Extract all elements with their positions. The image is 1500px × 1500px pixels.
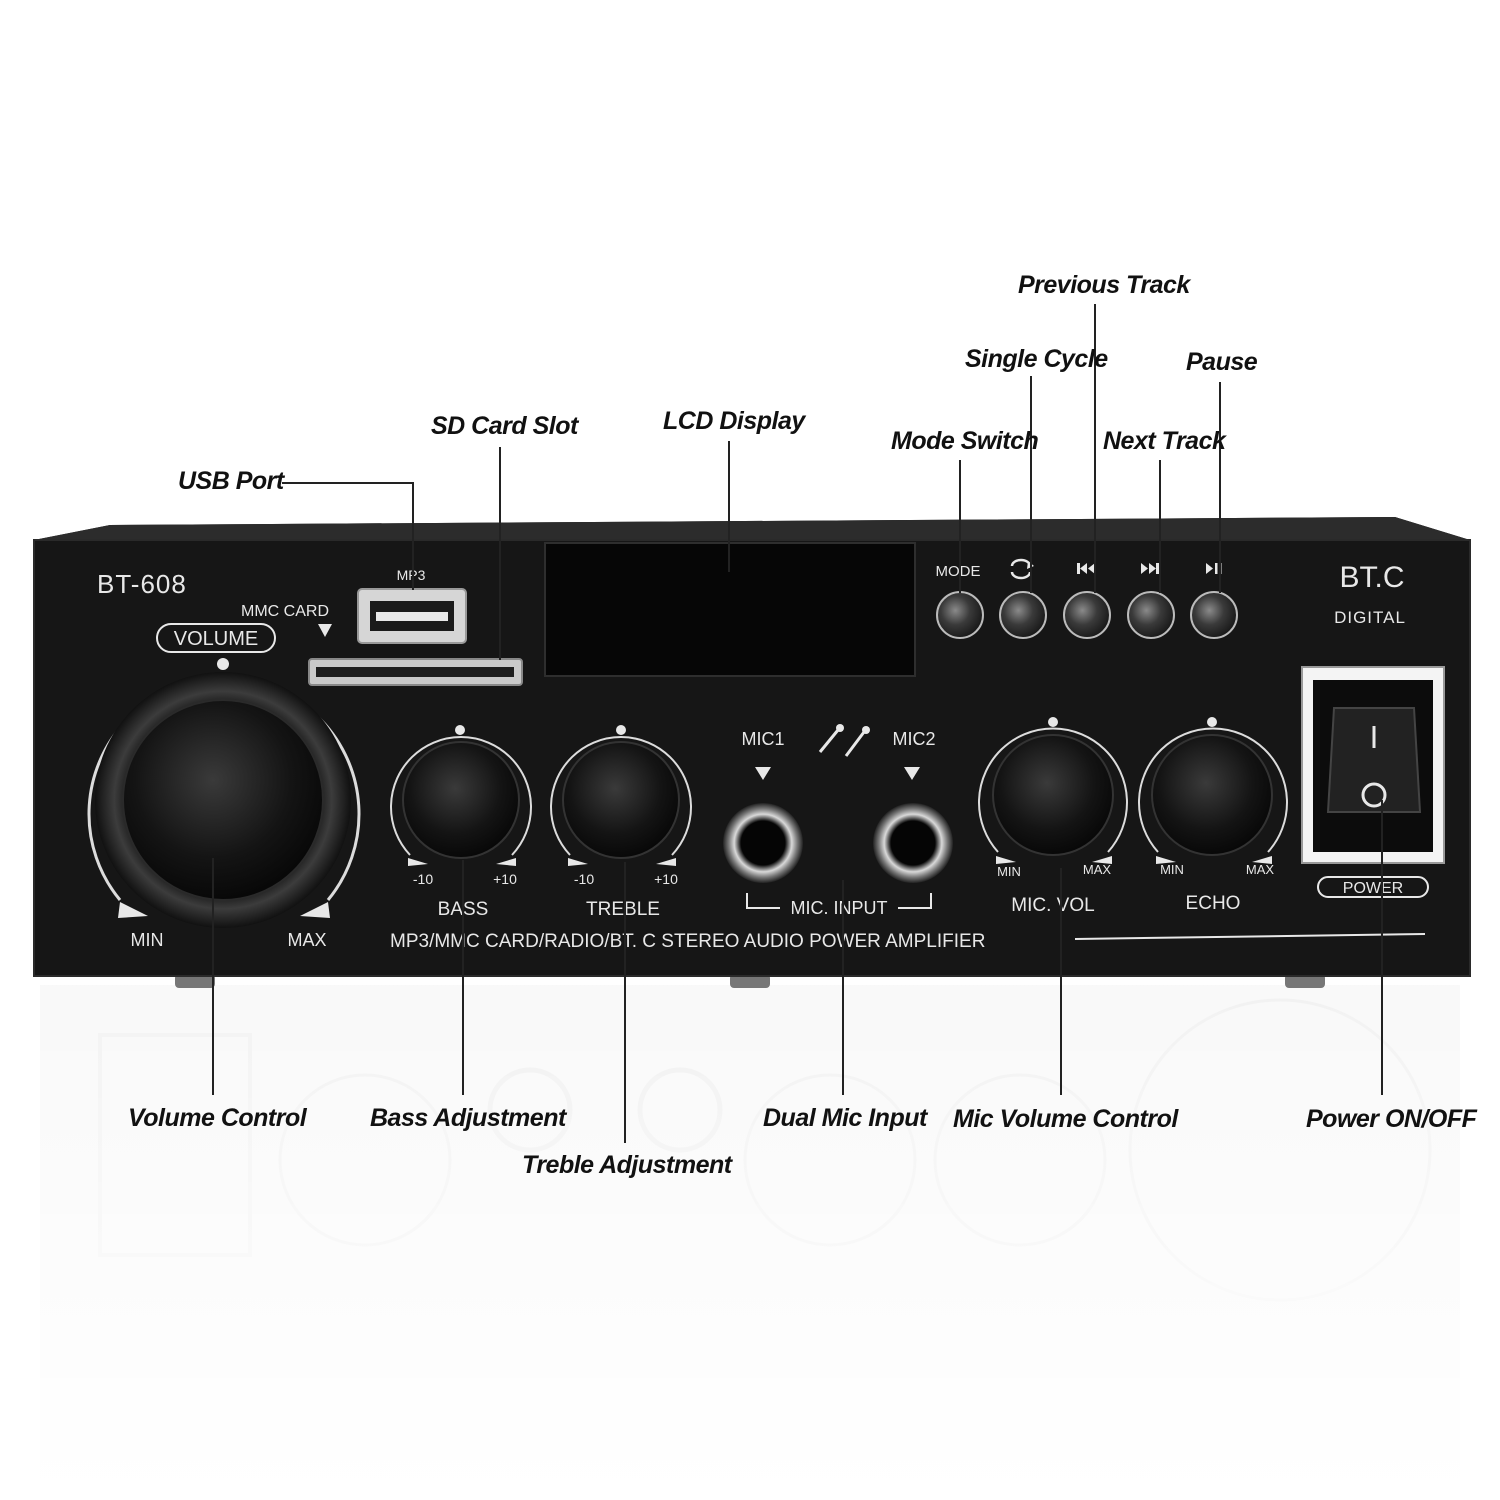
- next-track-callout: Next Track: [1103, 427, 1226, 455]
- volume-label-pill: VOLUME: [156, 623, 276, 653]
- mic-volume-knob[interactable]: [978, 717, 1128, 864]
- brand-label: BT.C: [1339, 561, 1404, 594]
- mmc-card-label: MMC CARD: [241, 603, 329, 620]
- mic1-label: MIC1: [741, 729, 784, 749]
- device-feet: [175, 974, 1325, 988]
- treble-label: TREBLE: [586, 899, 660, 920]
- power-switch[interactable]: [1301, 666, 1445, 864]
- mode-button[interactable]: [936, 591, 984, 639]
- mic-input-label: MIC. INPUT: [791, 898, 888, 918]
- amplifier-banner: MP3/MMC CARD/RADIO/BT. C STEREO AUDIO PO…: [390, 931, 985, 952]
- mic-vol-label: MIC. VOL: [1011, 895, 1094, 916]
- echo-min-label: MIN: [1160, 862, 1184, 877]
- banner-rule: [1074, 933, 1426, 940]
- previous-track-button[interactable]: [1063, 591, 1111, 639]
- bass-minus10-label: -10: [413, 871, 433, 887]
- treble-minus10-label: -10: [574, 871, 594, 887]
- mode-label: MODE: [936, 563, 981, 580]
- mic2-jack[interactable]: [873, 803, 953, 883]
- previous-track-callout: Previous Track: [1018, 271, 1190, 299]
- echo-label: ECHO: [1186, 893, 1241, 914]
- dual-mic-input-callout: Dual Mic Input: [763, 1104, 927, 1132]
- volume-knob[interactable]: [87, 658, 361, 928]
- echo-knob[interactable]: [1138, 717, 1288, 864]
- treble-adjustment-callout: Treble Adjustment: [522, 1151, 732, 1179]
- mic1-jack[interactable]: [723, 803, 803, 883]
- next-track-icon: [1141, 563, 1159, 574]
- single-cycle-button[interactable]: [999, 591, 1047, 639]
- sd-card-slot-callout: SD Card Slot: [431, 412, 578, 440]
- mic-input-bracket: [746, 893, 932, 909]
- sd-card-slot[interactable]: [308, 658, 523, 686]
- pause-button[interactable]: [1190, 591, 1238, 639]
- mic-vol-max-label: MAX: [1083, 862, 1112, 877]
- volume-max-label: MAX: [287, 930, 326, 950]
- card-arrow-icon: [318, 624, 332, 637]
- mic2-arrow-icon: [904, 767, 920, 780]
- mic1-arrow-icon: [755, 767, 771, 780]
- mic2-label: MIC2: [892, 729, 935, 749]
- brand-sub-label: DIGITAL: [1334, 608, 1406, 627]
- treble-knob[interactable]: [550, 725, 692, 866]
- volume-min-label: MIN: [131, 930, 164, 950]
- microphone-icon: [818, 724, 870, 757]
- panel-reflection: [0, 985, 1500, 1500]
- power-label-pill: [1317, 876, 1429, 898]
- echo-max-label: MAX: [1246, 862, 1275, 877]
- single-cycle-callout: Single Cycle: [965, 345, 1108, 373]
- mic-vol-min-label: MIN: [997, 864, 1021, 879]
- previous-track-icon: [1077, 563, 1095, 574]
- lcd-display-callout: LCD Display: [663, 407, 805, 435]
- mode-switch-callout: Mode Switch: [891, 427, 1039, 455]
- callout-leader-lines: [212, 304, 1383, 1143]
- mic-volume-control-callout: Mic Volume Control: [953, 1105, 1178, 1133]
- volume-label: VOLUME: [174, 628, 258, 650]
- usb-port-callout: USB Port: [178, 467, 284, 495]
- volume-control-callout: Volume Control: [128, 1104, 307, 1132]
- usb-label: MP3: [397, 567, 426, 583]
- bass-knob[interactable]: [390, 725, 532, 866]
- pause-callout: Pause: [1186, 348, 1258, 376]
- power-label: POWER: [1343, 880, 1403, 897]
- treble-plus10-label: +10: [654, 871, 678, 887]
- bass-plus10-label: +10: [493, 871, 517, 887]
- bass-adjustment-callout: Bass Adjustment: [370, 1104, 566, 1132]
- usb-port[interactable]: [357, 588, 467, 644]
- model-label: BT-608: [97, 569, 187, 599]
- power-on-off-callout: Power ON/OFF: [1306, 1105, 1477, 1133]
- next-track-button[interactable]: [1127, 591, 1175, 639]
